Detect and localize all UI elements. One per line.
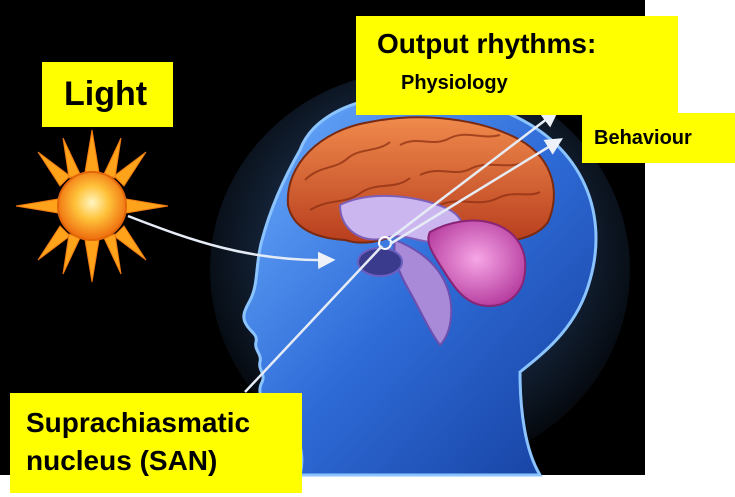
output-rhythms-label: Output rhythms: Physiology bbox=[356, 16, 678, 115]
san-line-1: Suprachiasmatic bbox=[26, 407, 250, 438]
behaviour-label: Behaviour bbox=[582, 113, 735, 163]
sun-icon bbox=[16, 130, 168, 282]
san-label: Suprachiasmatic nucleus (SAN) bbox=[10, 393, 302, 493]
san-line-2: nucleus (SAN) bbox=[26, 445, 217, 476]
light-label-text: Light bbox=[64, 75, 147, 113]
physiology-text: Physiology bbox=[401, 72, 508, 95]
output-rhythms-title: Output rhythms: bbox=[377, 28, 596, 60]
light-label: Light bbox=[42, 62, 173, 127]
behaviour-text: Behaviour bbox=[594, 127, 692, 149]
